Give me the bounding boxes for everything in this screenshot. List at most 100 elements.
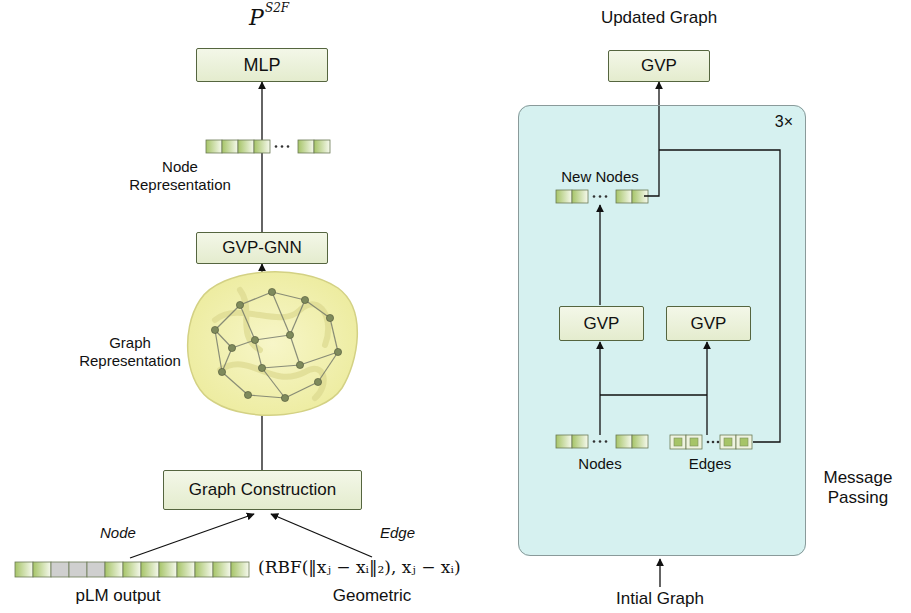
flow-arrow	[261, 82, 262, 232]
feature-cell	[314, 140, 330, 153]
repeat-count: 3×	[775, 113, 793, 131]
feature-cell	[572, 190, 588, 203]
feature-cell	[616, 435, 632, 448]
protein-ribbon	[215, 290, 328, 398]
process-box: GVP	[608, 50, 710, 82]
edge-formula: (RBF(‖xⱼ − xᵢ‖₂), xⱼ − xᵢ)	[258, 557, 461, 577]
ellipsis-dot	[599, 195, 602, 198]
process-box: GVP-GNN	[196, 232, 328, 264]
feature-cell	[15, 562, 33, 577]
graph-edge	[318, 352, 338, 382]
graph-edge	[240, 292, 272, 305]
cell-label: Edges	[689, 455, 732, 473]
graph-vertex	[251, 336, 258, 343]
edge-cell-core	[724, 438, 732, 446]
graph-edge	[290, 300, 305, 335]
graph-edge	[290, 335, 300, 365]
box-label: GVP	[641, 56, 677, 76]
feature-cell	[231, 562, 249, 577]
flow-line	[706, 342, 707, 395]
feature-cell	[632, 435, 648, 448]
graph-edge	[285, 382, 318, 398]
panel-fill	[518, 105, 806, 556]
flow-line	[600, 394, 707, 395]
graph-vertex	[211, 326, 218, 333]
box-label: Graph Construction	[189, 480, 336, 500]
stage-label: Graph Representation	[70, 334, 190, 370]
flow-line	[659, 150, 780, 442]
feature-cell	[51, 562, 69, 577]
graph-edge	[222, 372, 248, 395]
feature-cell	[105, 562, 123, 577]
flow-line	[130, 514, 254, 558]
graph-vertex	[326, 314, 333, 321]
feature-cell	[572, 435, 588, 448]
repeat-panel: 3× GVP GVP	[518, 105, 806, 556]
edge-cell	[720, 435, 736, 449]
graph-vertex	[218, 368, 225, 375]
graph-vertex	[268, 288, 275, 295]
edge-cell	[686, 435, 702, 449]
feature-cell	[206, 140, 222, 153]
cell-label: New Nodes	[561, 168, 639, 186]
ellipsis-dot	[605, 440, 608, 443]
feature-cell	[222, 140, 238, 153]
process-box: Graph Construction	[163, 470, 362, 510]
protein-graph	[211, 288, 341, 401]
ellipsis-dot	[281, 145, 284, 148]
graph-vertex	[244, 391, 251, 398]
graph-vertex	[296, 361, 303, 368]
feature-cell	[556, 190, 572, 203]
feature-cell	[159, 562, 177, 577]
graph-edge	[255, 340, 262, 368]
box-label: GVP	[691, 314, 727, 334]
edge-cell-core	[674, 438, 682, 446]
process-box: GVP	[559, 306, 644, 341]
flow-arrow	[658, 82, 659, 105]
graph-edge	[240, 305, 255, 340]
flow-line	[659, 559, 660, 587]
graph-edge	[215, 305, 240, 330]
graph-edge	[272, 292, 290, 335]
feature-cell	[87, 562, 105, 577]
output-superscript: S2F	[265, 1, 289, 15]
graph-edge	[330, 318, 338, 352]
feature-cell	[254, 140, 270, 153]
output-caption: Updated Graph	[601, 8, 717, 28]
cell-label: Nodes	[578, 455, 621, 473]
ellipsis-dot	[707, 441, 710, 444]
graph-edge	[255, 335, 290, 340]
feature-cell	[238, 140, 254, 153]
graph-edge	[262, 365, 300, 368]
panel-caption: Message Passing	[810, 468, 906, 509]
graph-vertex	[228, 344, 235, 351]
graph-vertex	[258, 364, 265, 371]
graph-edge	[262, 368, 285, 398]
ellipsis-dot	[605, 195, 608, 198]
graph-vertex	[286, 331, 293, 338]
protein-surface	[188, 272, 358, 415]
flow-line	[706, 395, 707, 435]
feature-cell	[213, 562, 231, 577]
flow-line	[599, 205, 600, 305]
graph-vertex	[301, 296, 308, 303]
graph-edge	[305, 300, 330, 318]
box-label: GVP-GNN	[222, 238, 301, 258]
graph-vertex	[236, 301, 243, 308]
ellipsis-dot	[593, 440, 596, 443]
input-caption: pLM output	[75, 586, 160, 606]
feature-cells	[15, 140, 752, 577]
edge-cell-core	[740, 438, 748, 446]
feature-cell	[141, 562, 159, 577]
edge-cell-core	[690, 438, 698, 446]
output-symbol: P	[249, 5, 264, 31]
flow-line	[644, 106, 659, 196]
box-label: GVP	[584, 314, 620, 334]
feature-cell	[298, 140, 314, 153]
input-caption: Intial Graph	[616, 589, 704, 609]
ellipsis-dot	[717, 441, 720, 444]
edge-cell	[670, 435, 686, 449]
edge-cell	[736, 435, 752, 449]
